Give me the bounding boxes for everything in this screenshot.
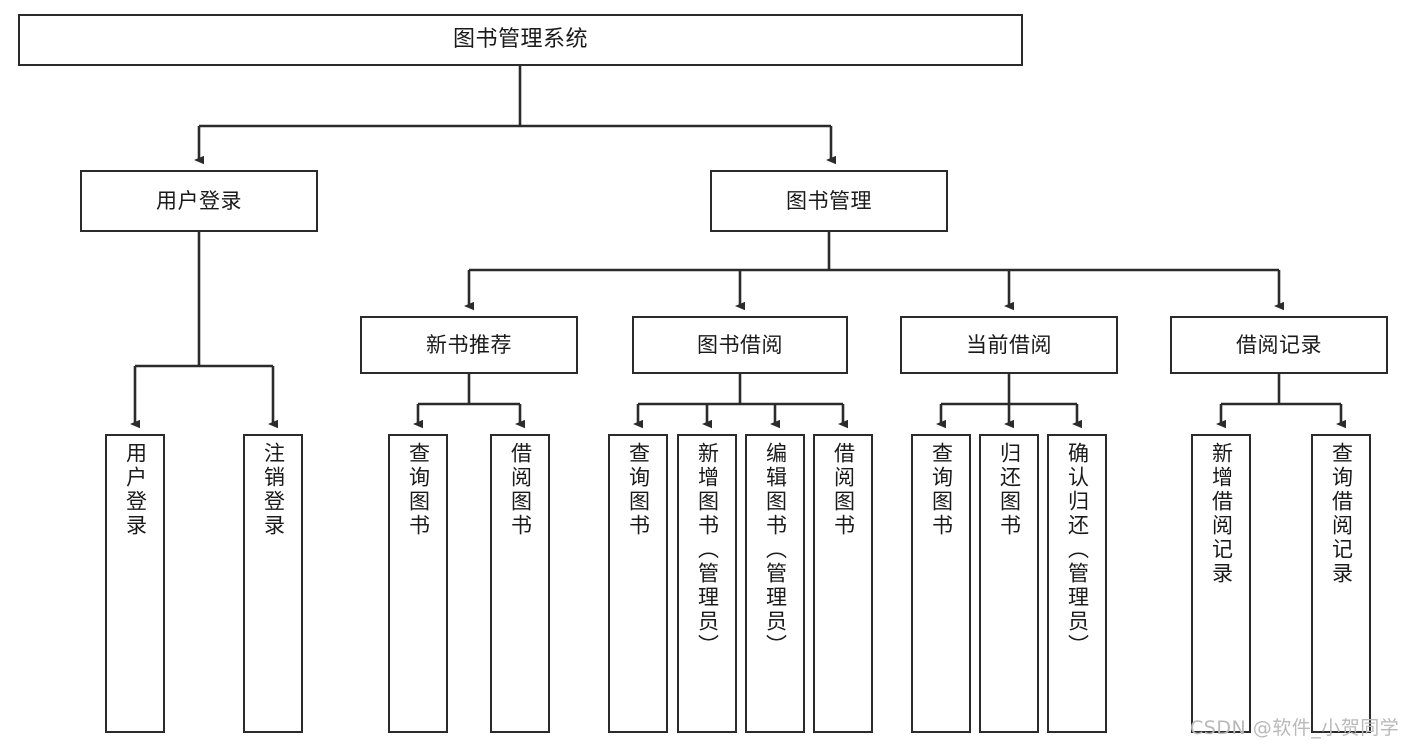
node-leaf-logout-label: 注销登录 (261, 442, 286, 538)
node-book-manage-label: 图书管理 (786, 188, 872, 213)
node-leaf-query-book-2-label: 查询图书 (626, 442, 651, 538)
node-root[interactable]: 图书管理系统 (18, 14, 1023, 66)
node-leaf-query-book-1-label: 查询图书 (406, 442, 431, 538)
node-leaf-user-login-label: 用户登录 (123, 442, 148, 538)
node-leaf-edit-book-label: 编辑图书（管理员） (763, 442, 788, 658)
node-leaf-borrow-book-2-label: 借阅图书 (831, 442, 856, 538)
node-borrow-record-label: 借阅记录 (1236, 332, 1322, 357)
node-leaf-query-book-1[interactable]: 查询图书 (388, 434, 448, 733)
node-user-login[interactable]: 用户登录 (80, 170, 318, 232)
node-current-borrow[interactable]: 当前借阅 (900, 316, 1118, 374)
node-leaf-add-record[interactable]: 新增借阅记录 (1191, 434, 1251, 733)
node-leaf-query-record[interactable]: 查询借阅记录 (1311, 434, 1371, 733)
node-leaf-borrow-book-2[interactable]: 借阅图书 (813, 434, 873, 733)
node-user-login-label: 用户登录 (156, 188, 242, 213)
node-leaf-user-login[interactable]: 用户登录 (105, 434, 165, 733)
node-leaf-confirm-return[interactable]: 确认归还（管理员） (1047, 434, 1107, 733)
node-leaf-borrow-book-1-label: 借阅图书 (508, 442, 533, 538)
node-leaf-borrow-book-1[interactable]: 借阅图书 (490, 434, 550, 733)
node-current-borrow-label: 当前借阅 (966, 332, 1052, 357)
node-leaf-add-record-label: 新增借阅记录 (1209, 442, 1234, 586)
node-leaf-return-book[interactable]: 归还图书 (979, 434, 1039, 733)
node-leaf-return-book-label: 归还图书 (997, 442, 1022, 538)
node-leaf-query-book-3[interactable]: 查询图书 (911, 434, 971, 733)
node-new-book-recommend-label: 新书推荐 (426, 332, 512, 357)
node-leaf-edit-book[interactable]: 编辑图书（管理员） (745, 434, 805, 733)
node-leaf-logout[interactable]: 注销登录 (243, 434, 303, 733)
node-leaf-query-record-label: 查询借阅记录 (1329, 442, 1354, 586)
node-leaf-confirm-return-label: 确认归还（管理员） (1065, 442, 1090, 658)
node-new-book-recommend[interactable]: 新书推荐 (360, 316, 578, 374)
node-leaf-query-book-3-label: 查询图书 (929, 442, 954, 538)
node-root-label: 图书管理系统 (452, 27, 588, 53)
node-leaf-query-book-2[interactable]: 查询图书 (608, 434, 668, 733)
node-book-borrow[interactable]: 图书借阅 (632, 316, 848, 374)
node-book-manage[interactable]: 图书管理 (710, 170, 948, 232)
node-borrow-record[interactable]: 借阅记录 (1170, 316, 1388, 374)
node-leaf-add-book[interactable]: 新增图书（管理员） (677, 434, 737, 733)
node-book-borrow-label: 图书借阅 (697, 332, 783, 357)
node-leaf-add-book-label: 新增图书（管理员） (695, 442, 720, 658)
watermark: CSDN @软件_小贺同学 (1190, 717, 1400, 739)
